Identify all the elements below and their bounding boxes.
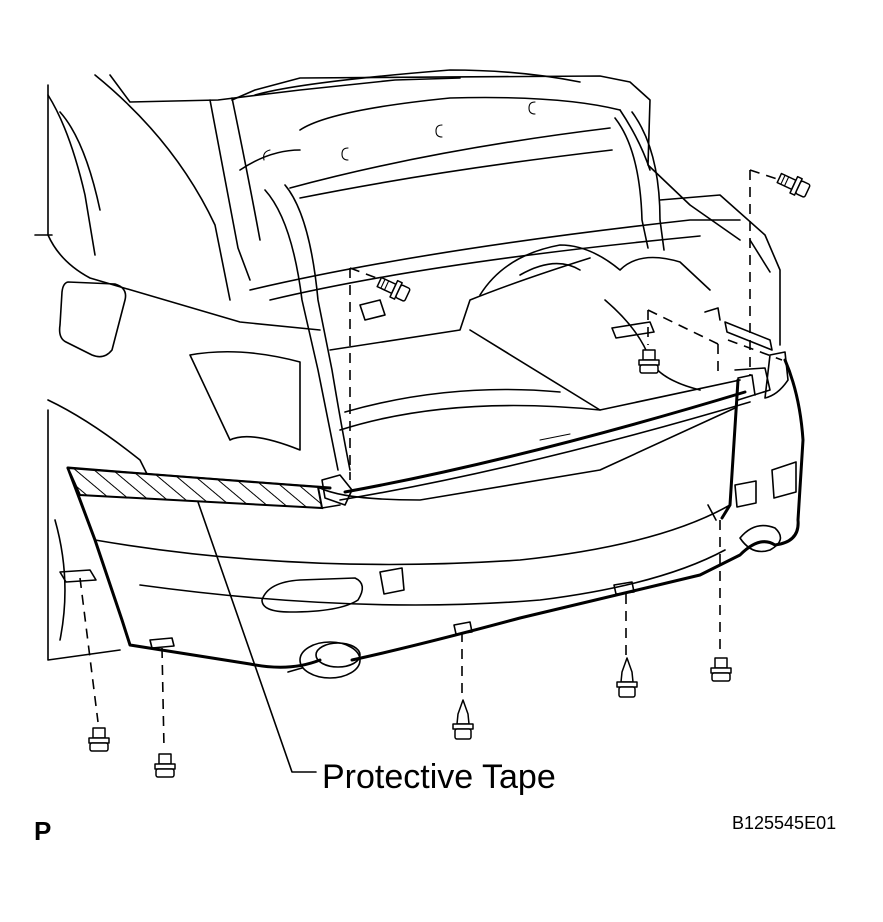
view-letter-label: P bbox=[34, 816, 51, 846]
vehicle-body-drawing bbox=[34, 69, 805, 679]
clip-fastener-2 bbox=[154, 753, 176, 778]
fastener-guide-lines bbox=[79, 169, 783, 749]
pin-fastener-1 bbox=[452, 699, 474, 740]
protective-tape-callout: Protective Tape bbox=[197, 501, 556, 796]
callout-leader-line bbox=[197, 501, 317, 773]
clip-fastener-4 bbox=[638, 349, 660, 374]
bolt-fastener-2 bbox=[774, 169, 812, 201]
clip-fastener-1 bbox=[88, 727, 110, 752]
clip-fastener-3 bbox=[710, 657, 732, 682]
figure-code-label: B125545E01 bbox=[732, 813, 836, 833]
pin-fastener-2 bbox=[616, 657, 638, 698]
fasteners bbox=[88, 169, 812, 778]
protective-tape-label: Protective Tape bbox=[322, 758, 556, 796]
bolt-fastener-1 bbox=[374, 273, 412, 305]
